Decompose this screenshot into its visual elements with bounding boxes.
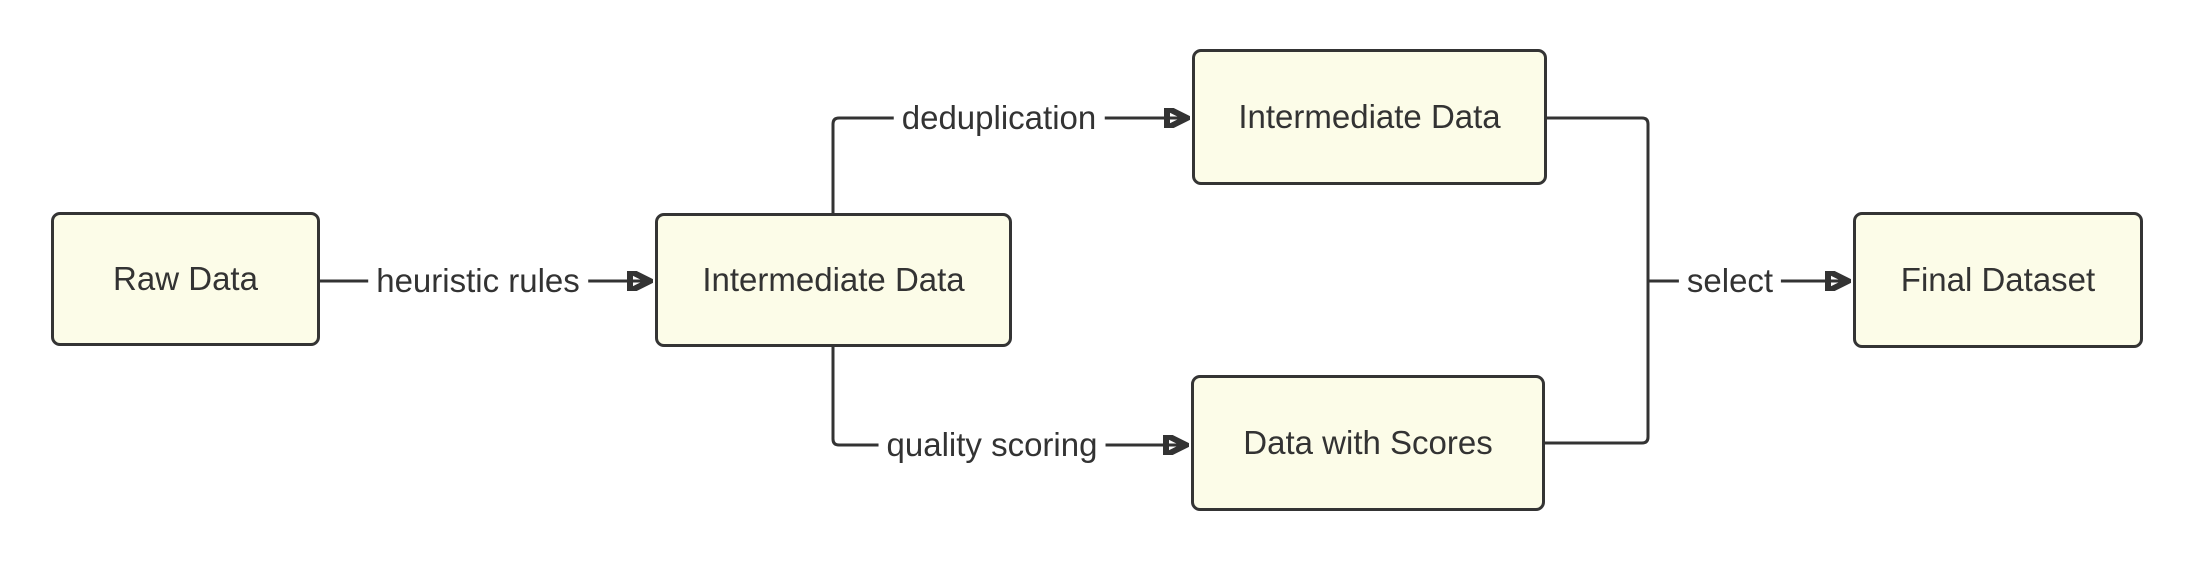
edge-label-heuristic-rules: heuristic rules	[368, 260, 588, 302]
edge-merge-rail	[1545, 116, 1650, 445]
edge-label-quality-scoring: quality scoring	[878, 424, 1106, 466]
edge-label-select: select	[1678, 260, 1782, 302]
edge-label-deduplication: deduplication	[893, 97, 1105, 139]
node-final-dataset: Final Dataset	[1853, 212, 2143, 348]
node-intermediate-data-middle: Intermediate Data	[655, 213, 1012, 347]
edge-intermediate1-to-intermediate2	[831, 118, 1186, 213]
node-data-with-scores: Data with Scores	[1191, 375, 1545, 511]
node-raw-data: Raw Data	[51, 212, 320, 346]
edge-intermediate1-to-scored	[831, 347, 1185, 445]
node-intermediate-data-top: Intermediate Data	[1192, 49, 1547, 185]
